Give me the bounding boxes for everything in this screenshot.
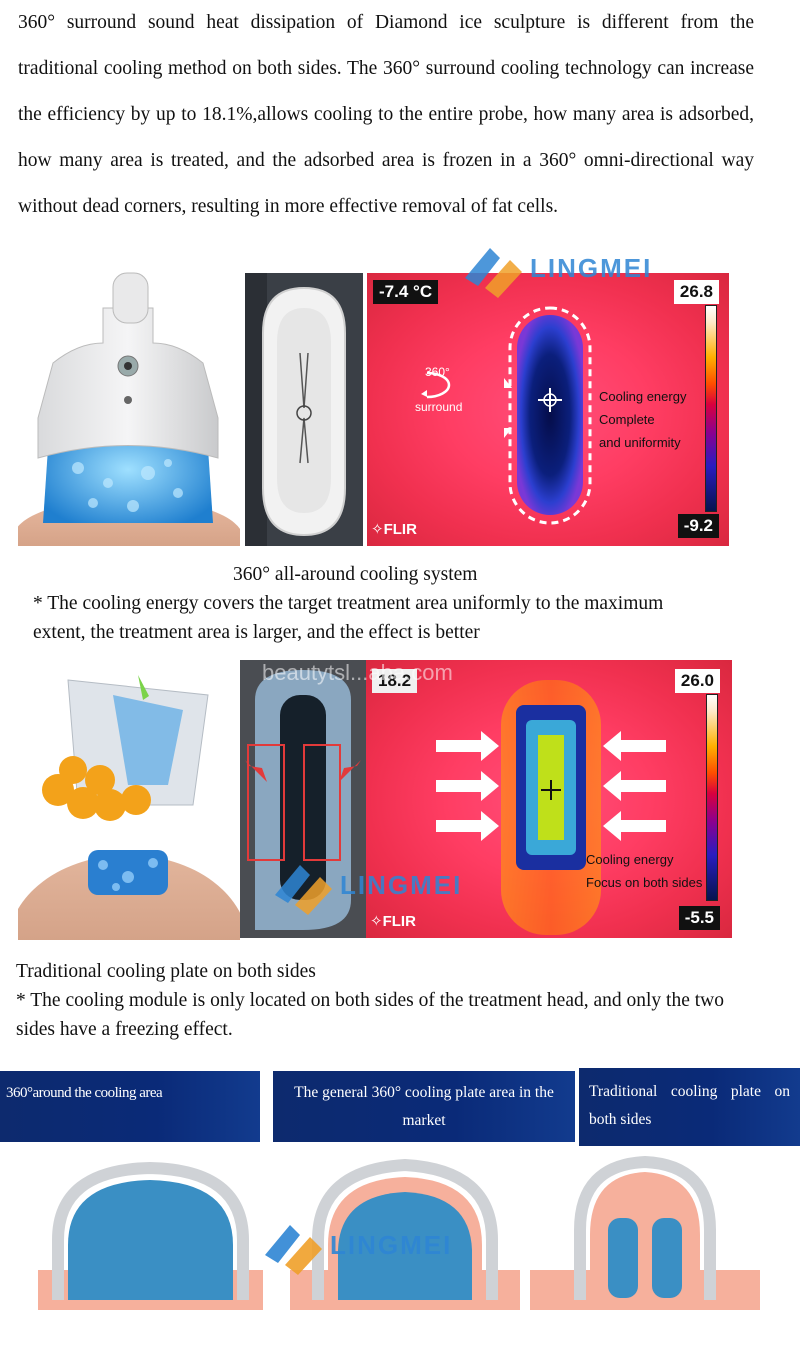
flir-logo-text-2: FLIR (382, 913, 416, 930)
lingmei-wordmark: LINGMEI (530, 252, 653, 283)
cooling-energy-label-2: Cooling energy Focus on both sides (586, 848, 702, 894)
label-line-1: Cooling energy (599, 389, 687, 404)
traditional-probe-photo (240, 660, 366, 938)
thermal-image-360: -7.4 °C 26.8 -9.2 360° surround Cooling … (367, 273, 729, 546)
scale-max-2: 26.0 (674, 669, 720, 693)
flir-logo: ✧FLIR (371, 521, 417, 538)
site-watermark: beautytsl...aba.com (262, 660, 453, 685)
temperature-readout: -7.4 °C (373, 280, 439, 304)
lingmei-wordmark-3: LINGMEI (330, 1229, 453, 1260)
flir-logo-2: ✧FLIR (370, 913, 416, 930)
temperature-scale-bar-2 (706, 694, 718, 901)
diagram-general-360 (290, 1150, 520, 1330)
section1-description: * The cooling energy covers the target t… (33, 593, 664, 643)
scale-max: 26.8 (673, 280, 719, 304)
traditional-device-illustration (18, 655, 240, 940)
scale-min: -9.2 (677, 514, 719, 538)
label-surround: surround (415, 400, 463, 414)
device-illustration (18, 268, 240, 546)
probe-photo (245, 273, 363, 546)
lingmei-watermark-3: LINGMEI (260, 1215, 452, 1275)
lingmei-watermark-1: LINGMEI (460, 238, 652, 298)
lingmei-logo-icon-3 (265, 1225, 322, 1275)
cooling-energy-label: Cooling energy Complete and uniformity (599, 385, 686, 454)
lingmei-wordmark-2: LINGMEI (340, 869, 463, 900)
banner-traditional: Traditional cooling plate on both sides (579, 1068, 800, 1146)
diagram-360-around (38, 1150, 263, 1330)
diagram-traditional (530, 1150, 760, 1330)
label-line-3: and uniformity (599, 435, 681, 450)
section1-title: 360° all-around cooling system (233, 564, 478, 585)
intro-paragraph: 360° surround sound heat dissipation of … (18, 12, 754, 217)
label-line-2: Focus on both sides (586, 875, 703, 890)
label-360: 360° (425, 365, 450, 379)
scale-min-2: -5.5 (678, 906, 720, 930)
label-line-2: Complete (599, 412, 655, 427)
temperature-scale-bar (705, 305, 717, 512)
banner-360-around: 360°around the cooling area (0, 1071, 260, 1142)
flir-logo-text: FLIR (383, 521, 417, 538)
lingmei-watermark-2: LINGMEI (270, 855, 462, 915)
thermal-image-traditional: 18.2 26.0 -5.5 Cooling energy Focus on b… (366, 660, 732, 938)
lingmei-logo-icon-2 (275, 865, 332, 915)
temperature-readout-2: 18.2 (372, 669, 418, 693)
banner-general-360: The general 360° cooling plate area in t… (273, 1071, 575, 1142)
section2-title: Traditional cooling plate on both sides (16, 961, 316, 982)
label-line-1: Cooling energy (586, 852, 674, 867)
lingmei-logo-icon (465, 248, 522, 298)
section2-description: * The cooling module is only located on … (16, 990, 724, 1040)
